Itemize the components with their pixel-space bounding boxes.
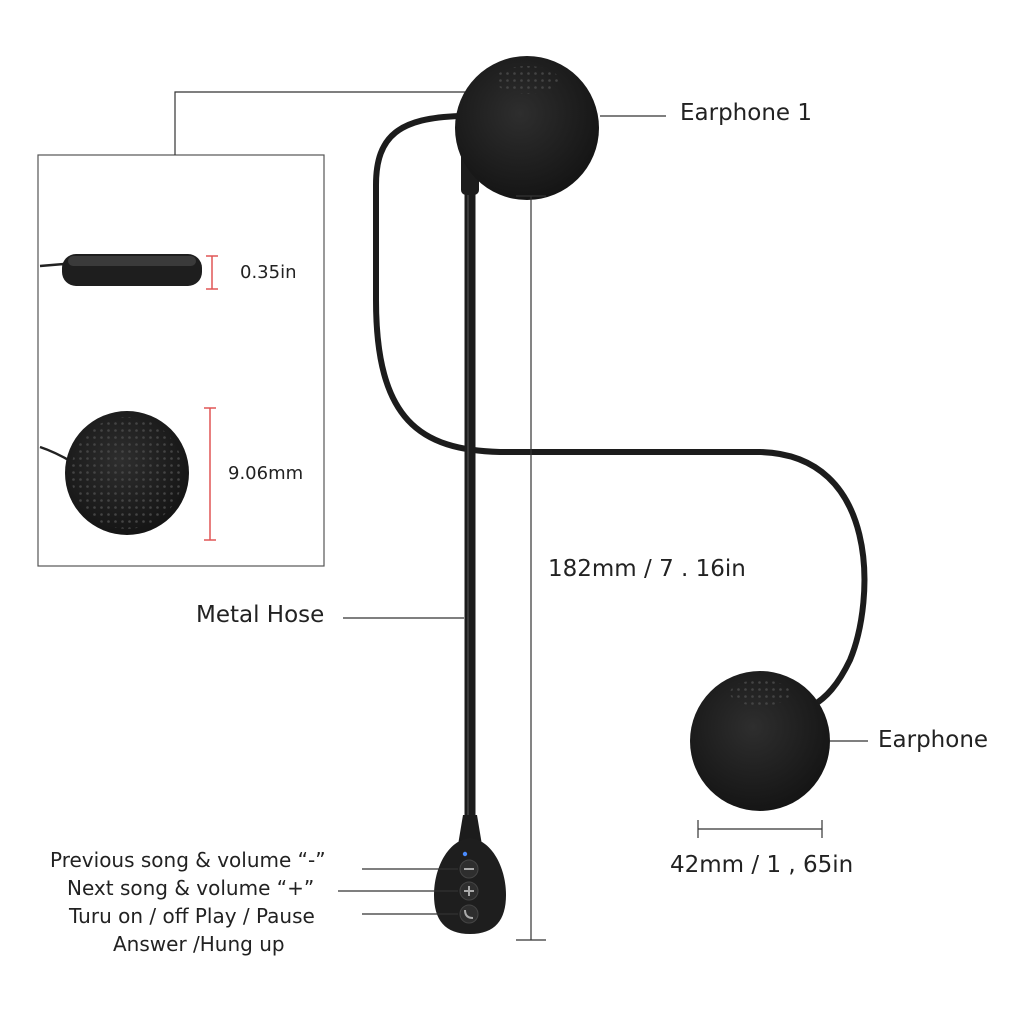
phone-icon: [464, 909, 474, 919]
earphone-2-label: Earphone: [878, 727, 989, 753]
led-indicator: [462, 851, 468, 857]
diameter-marker: [697, 820, 823, 838]
inset-side-cable: [39, 262, 65, 268]
inset-height-label: 9.06mm: [228, 463, 304, 484]
hose-length-marker: [516, 195, 546, 941]
controller-neck: [458, 815, 482, 845]
earphone-1-body: [455, 56, 599, 200]
metal-hose-label: Metal Hose: [196, 602, 325, 628]
hose-length-label: 182mm / 7 . 16in: [548, 556, 746, 582]
plus-icon: [464, 886, 474, 896]
inset-callout-line: [174, 91, 470, 155]
inset-thickness-marker: [206, 255, 218, 290]
inset-side-highlight: [68, 256, 196, 266]
connecting-cable: [373, 113, 868, 709]
plus-button-label: Next song & volume “+”: [67, 876, 315, 900]
power-button-label-line1: Turu on / off Play / Pause: [69, 904, 315, 928]
earphone-2-grille: [730, 680, 790, 706]
inset-height-marker: [204, 407, 216, 541]
minus-button-label: Previous song & volume “-”: [50, 848, 326, 872]
earphone-2-body: [690, 671, 830, 811]
inset-thickness-label: 0.35in: [240, 262, 297, 283]
inset-front-grille: [71, 417, 183, 529]
power-button-label-line2: Answer /Hung up: [113, 932, 285, 956]
earphone-1-label: Earphone 1: [680, 100, 813, 126]
inset-frame: [37, 154, 325, 567]
diameter-label: 42mm / 1 , 65in: [670, 852, 854, 878]
power-button[interactable]: [459, 904, 479, 924]
earphone-1-grille: [495, 66, 559, 94]
